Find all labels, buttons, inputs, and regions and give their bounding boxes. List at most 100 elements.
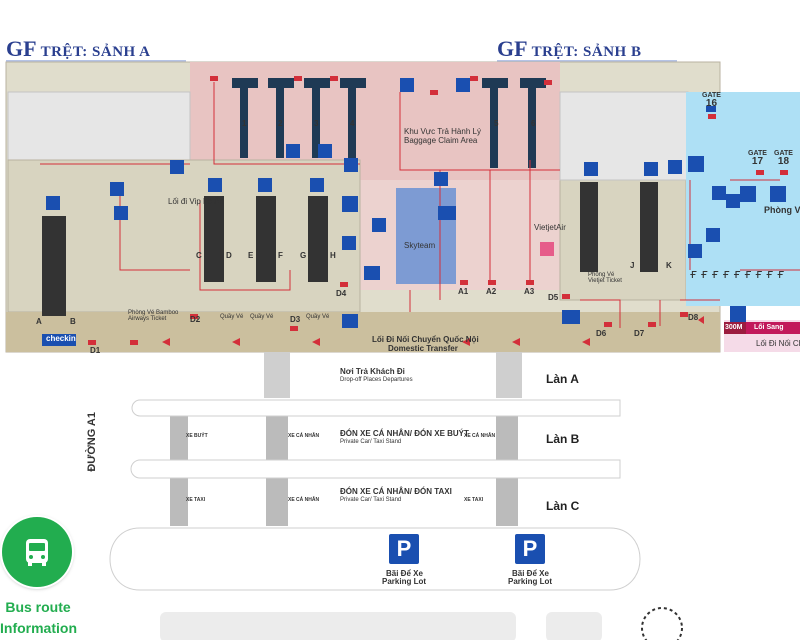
header-a-prefix: GF [6,36,37,61]
parking-sign-2: P [515,534,545,564]
luggage-icon [46,196,60,210]
escalator-icon-3 [706,228,720,242]
wifi-icon [110,182,124,196]
row-b: B [70,317,76,326]
domestic-transfer-en: Domestic Transfer [388,344,458,353]
bus-route-line2: Information [0,620,77,636]
parking-lot-outline [109,527,641,591]
gate-16-marker [706,106,716,112]
door-d2: D2 [190,315,201,324]
lane-dividers [130,399,621,479]
road-name: ĐƯỜNG A1 [86,412,98,472]
parking-label-1-en: Parking Lot [382,577,427,586]
row-e: E [248,251,254,260]
door-d4: D4 [336,289,347,298]
stop-bus-1: XE BUÝT [186,433,208,439]
bottom-building-2 [546,612,602,640]
restroom-icon-5 [770,186,786,202]
carousel-label-1: 1 [242,119,247,128]
header-a-title: TRỆT: SẢNH A [40,44,151,60]
atm-icon-2 [562,310,580,324]
row-f: F [278,251,283,260]
bus-route-line1: Bus route [5,599,71,615]
gate-18-label: GATE [774,150,793,157]
door-a1: A1 [458,287,469,296]
gate-17-label: GATE [748,150,767,157]
skyteam-area [396,188,456,284]
stop-car-1: XE CÁ NHÂN [288,433,320,439]
checkin-badge-text: checkin [46,334,76,343]
row-k: K [666,261,672,270]
restroom-icon [318,144,332,158]
carousel-label-6: 6 [531,119,536,128]
gate-16-label: GATE [702,92,721,99]
row-g: G [300,251,307,260]
route-lines [40,82,800,328]
right-sang-badge [746,322,800,334]
escalator-icon-2 [344,158,358,172]
counter-row-j [580,182,598,272]
grey-block-b [559,91,689,181]
parking-label-2-en: Parking Lot [508,577,553,586]
upper-left-block [7,91,191,165]
carousel-label-3: 3 [314,119,319,128]
vip-path-label: Lối đi Vip Lộ Ẩn [168,197,224,206]
checkin-badge-bg [42,334,76,346]
header-a-underline [6,60,186,62]
header-b-prefix: GF [497,36,528,61]
door-d8: D8 [688,313,699,322]
restroom-icon-2 [342,196,358,212]
dropoff-en: Drop-off Places Departures [340,377,413,383]
parking-label-1-vi: Bãi Để Xe [386,569,423,578]
door-d3: D3 [290,315,301,324]
vietjet-lounge-label: Phòng VietjetAir [764,205,800,215]
gate-17: GATE 17 [748,150,767,167]
baggage-label-en: Baggage Claim Area [404,136,478,145]
carousel-6 [520,78,546,168]
header-b-title: TRỆT: SẢNH B [531,44,642,60]
vip-icon [170,160,184,174]
carousels [232,78,546,168]
info-icon [286,144,300,158]
transfer-arrows [162,316,704,346]
domestic-transfer-vi: Lối Đi Nối Chuyển Quốc Nội [372,335,479,344]
transfer-corridor [6,312,720,352]
door-d5: D5 [548,293,559,302]
gate-18-num: 18 [777,156,790,167]
escalator-icon [400,78,414,92]
counter-row-gh [308,196,328,282]
carousel-5 [482,78,508,168]
door-d1: D1 [90,346,101,355]
bus-route-button[interactable] [2,517,72,587]
carousel-3 [304,78,330,158]
ticket-counter-2: Quầy Vé [250,314,274,320]
ticket-counter-1: Quầy Vé [220,314,244,320]
ticket-icon-4 [584,162,598,176]
bus-route-text[interactable]: Bus route Information [0,597,77,639]
ticket-pink-icon [540,242,554,256]
door-a2: A2 [486,287,497,296]
gate-stairs: ғ ғ ғ ғ ғ ғ ғ ғ ғ [690,267,784,281]
header-terminal-b: GF TRỆT: SẢNH B [497,36,641,62]
dropoff-vi: Nơi Trả Khách Đi [340,367,405,376]
ticket-icon-3 [310,178,324,192]
stop-taxi-2: XE TAXI [464,497,484,503]
service-icons [42,78,786,346]
right-300m-badge [724,322,746,334]
crosswalks [170,352,522,526]
counter-row-ab [42,216,66,316]
bus-icon-sm [434,172,448,186]
bottom-building [160,612,516,640]
bus-icon [26,539,48,566]
door-d7: D7 [634,329,645,338]
bamboo-ticket-label: Phòng Vé Bamboo Airways Ticket [128,310,179,323]
ticket-icon-5 [644,162,658,176]
checkin-kiosk-icon [342,314,358,328]
stop-car-2: XE CÁ NHÂN [464,433,496,439]
baggage-label-vi: Khu Vực Trả Hành Lý [404,127,481,136]
lane-c: Làn C [546,499,580,513]
ticket-counter-3: Quầy Vé [306,314,330,320]
mail-icon [364,266,380,280]
counter-row-cd [204,196,224,282]
